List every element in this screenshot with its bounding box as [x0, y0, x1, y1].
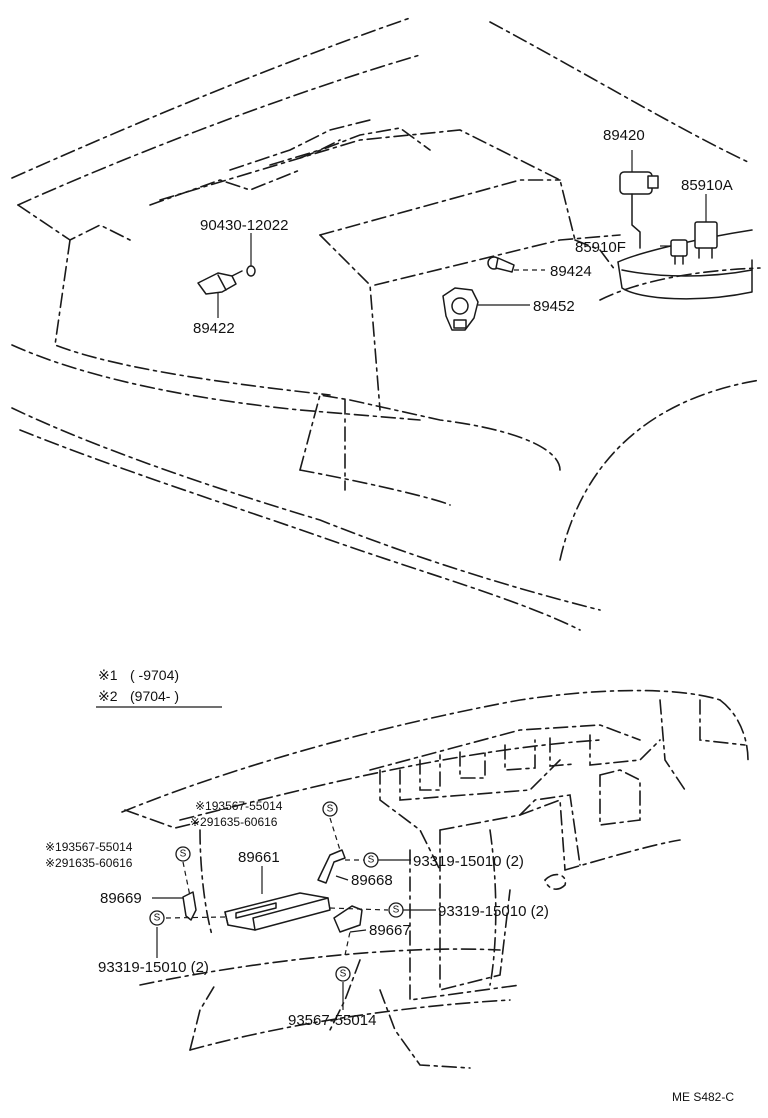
- label-note2-left: ※291635-60616: [45, 856, 133, 870]
- legend-range-1: ( -9704): [130, 667, 179, 683]
- legend: ※1 ( -9704) ※2 (9704- ): [96, 667, 222, 708]
- label-note1-top: ※193567-55014: [195, 799, 283, 813]
- label-89668: 89668: [351, 872, 393, 889]
- s-symbol-89668: S: [363, 852, 379, 868]
- engine-bay-outline: [11, 17, 761, 631]
- bracket-89667: 89667: [333, 905, 411, 939]
- sensor-89424: 89424: [487, 256, 592, 280]
- relay-85910f: 85910F: [575, 239, 688, 265]
- label-85910f: 85910F: [575, 239, 626, 256]
- s-symbol-top: S: [322, 801, 338, 817]
- sensor-89422: 89422: [193, 270, 243, 337]
- legend-mark-1: ※1: [98, 667, 118, 683]
- sensor-89420: 89420: [603, 127, 659, 249]
- relay-85910a: 85910A: [681, 177, 733, 259]
- bracket-89669: 89669: [100, 890, 197, 921]
- washer-90430: 90430-12022: [200, 217, 288, 277]
- s-symbols: S S S S S S: [149, 801, 404, 982]
- label-89661: 89661: [238, 849, 280, 866]
- svg-text:S: S: [154, 913, 161, 924]
- legend-range-2: (9704- ): [130, 688, 179, 704]
- label-89669: 89669: [100, 890, 142, 907]
- legend-mark-2: ※2: [98, 688, 118, 704]
- label-89424: 89424: [550, 263, 592, 280]
- svg-text:S: S: [180, 849, 187, 860]
- label-93319-15010-upper: 93319-15010 (2): [413, 853, 524, 870]
- dashboard-outline: [121, 689, 749, 1069]
- diagram-code: ME S482-C: [672, 1090, 734, 1104]
- label-93567-55014: 93567-55014: [288, 1012, 376, 1029]
- svg-text:S: S: [327, 804, 334, 815]
- label-89667: 89667: [369, 922, 411, 939]
- label-89420: 89420: [603, 127, 645, 144]
- label-93319-15010-left: 93319-15010 (2): [98, 959, 209, 976]
- label-note2-top: ※291635-60616: [190, 815, 278, 829]
- label-93319-15010-right: 93319-15010 (2): [438, 903, 549, 920]
- s-symbol-right: S: [388, 902, 404, 918]
- sensor-89452: 89452: [442, 287, 575, 331]
- label-note1-left: ※193567-55014: [45, 840, 133, 854]
- label-89422: 89422: [193, 320, 235, 337]
- svg-text:S: S: [393, 905, 400, 916]
- ecu-89661: 89661: [224, 849, 331, 931]
- svg-text:S: S: [340, 969, 347, 980]
- s-symbol-89669: S: [149, 910, 165, 926]
- s-symbol-bottom: S: [335, 966, 351, 982]
- s-symbol-left: S: [175, 846, 191, 862]
- lower-labels: ※193567-55014 ※291635-60616 ※193567-5501…: [45, 799, 549, 1029]
- svg-text:S: S: [368, 855, 375, 866]
- label-90430-12022: 90430-12022: [200, 217, 288, 234]
- connector-lines: [156, 817, 436, 1010]
- label-89452: 89452: [533, 298, 575, 315]
- label-85910a: 85910A: [681, 177, 733, 194]
- bracket-89668: 89668: [317, 849, 393, 889]
